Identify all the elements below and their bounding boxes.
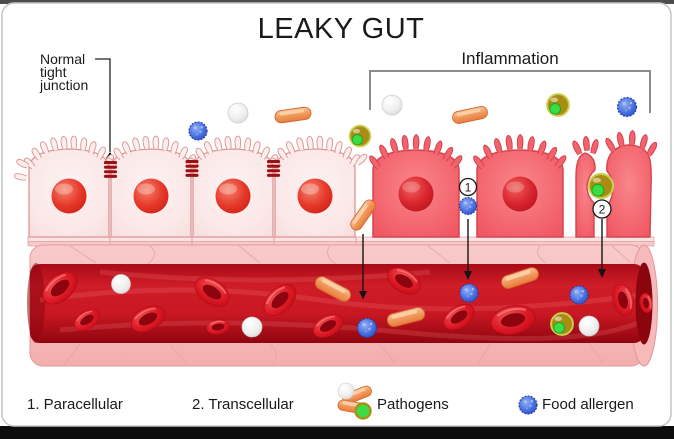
- page-title: LEAKY GUT: [258, 13, 425, 45]
- bottom-bar: [0, 426, 674, 439]
- white-sphere-pathogen: [578, 315, 600, 337]
- marker-1-circle: [458, 177, 478, 197]
- legend-transcellular-label: 2. Transcellular: [192, 396, 294, 413]
- arrow-head-icon: [598, 269, 606, 278]
- legend-pathogens-label: Pathogens: [377, 396, 449, 413]
- food-allergen-particle: [356, 317, 378, 339]
- white-sphere-pathogen: [111, 274, 131, 294]
- inflammation-annotation: Inflammation: [369, 49, 651, 113]
- legend-paracellular-label: 1. Paracellular: [27, 396, 123, 413]
- normal-epithelial-cell: [105, 136, 197, 237]
- pathogen-particle: [587, 172, 615, 200]
- normal-epithelial-cell: [23, 136, 115, 237]
- legend-food-allergen-label: Food allergen: [542, 396, 634, 413]
- pathogen-particle: [348, 124, 372, 148]
- normal-epithelial-cell: [269, 136, 361, 237]
- food-allergen-icon: [518, 395, 538, 415]
- tight-junction-label-line3: junction: [39, 77, 88, 93]
- top-bar: [0, 0, 674, 4]
- vessel-wall-texture: [63, 244, 631, 366]
- arrow-head-icon: [464, 271, 472, 280]
- leak-pathways: 1 2: [347, 172, 615, 300]
- legend: 1. Paracellular 2. Transcellular Pathoge…: [27, 382, 634, 420]
- tight-junction-label-line1: Normal: [40, 51, 85, 67]
- food-allergen-particle: [459, 283, 479, 303]
- pathogen-particle: [550, 312, 574, 336]
- vessel-lumen: [30, 264, 644, 343]
- inflammation-label: Inflammation: [461, 49, 558, 68]
- arrow-head-icon: [359, 291, 367, 300]
- food-allergen-particle: [458, 196, 478, 216]
- blood-vessel: [27, 244, 658, 367]
- pathogen-particle: [546, 93, 570, 117]
- inflamed-epithelial-cell: [368, 134, 464, 237]
- leak-arrows: [362, 219, 603, 292]
- inflammation-bracket: [369, 70, 651, 113]
- vessel-left-shadow: [27, 263, 45, 343]
- inflamed-epithelial-cell: [472, 134, 568, 237]
- white-sphere-pathogen: [381, 94, 403, 116]
- marker-1-number: 1: [465, 181, 472, 195]
- white-sphere-pathogen: [227, 102, 249, 124]
- pointer-line: [95, 58, 111, 152]
- food-allergen-particle: [569, 285, 589, 305]
- white-sphere-pathogen: [241, 316, 263, 338]
- marker-2-number: 2: [599, 203, 606, 217]
- normal-epithelial-cell: [187, 136, 279, 237]
- pathogens-cluster-icon: [336, 382, 374, 420]
- tight-junction-label-line2: tight: [40, 64, 67, 80]
- marker-2-circle: [592, 199, 612, 219]
- food-allergen-particle: [188, 121, 208, 141]
- food-allergen-particle: [616, 96, 638, 118]
